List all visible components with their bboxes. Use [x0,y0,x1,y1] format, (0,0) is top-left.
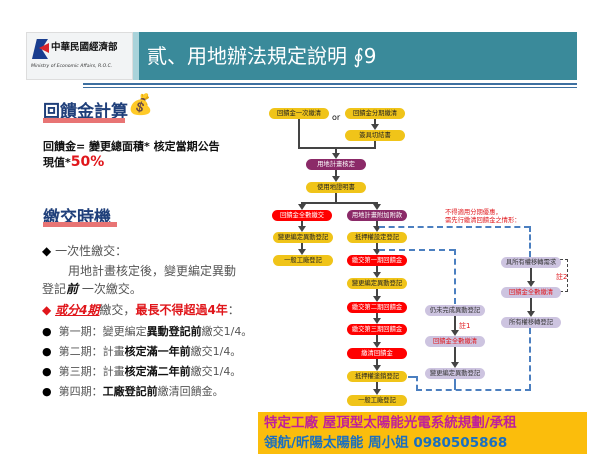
money-bag-icon: 💰 [128,92,153,116]
flow-left-factory: 一般工廠登記 [273,255,333,266]
phase-text: 繳交1/4。 [190,345,242,358]
item-text: 繳交， [99,303,136,317]
note-text: 不得適用分期優惠， [445,209,502,216]
phase-text: 第四期： [58,385,103,398]
flow-note: 不得適用分期優惠，需先行繳清回饋金之情形： [445,209,521,225]
flow-mortgage-cancel: 抵押權塗銷登記 [347,371,407,382]
logo-en-text: Ministry of Economic Affairs, R.O.C. [31,64,113,69]
item-text: 一次性繳交： [55,244,128,258]
phase-bold: 核定滿二年前 [124,365,191,378]
flow-not-done: 仍未完成異動登記 [425,305,485,316]
phase-text: 第一期：變更編定 [58,325,147,338]
item-emphasis: 前 [66,282,79,296]
flow-left-change: 變更編定異動登記 [273,232,333,243]
title-underline [43,118,125,123]
phase-text: 繳交1/4。 [201,325,253,338]
phase-text: 繳交1/4。 [190,365,242,378]
flow-certificate: 使用地證明書 [306,182,366,193]
banner-phone: 0980505868 [413,435,508,451]
flow-installment: 回饋金分期繳清 [345,108,405,119]
phase-list: ● 第一期：變更編定異動登記前繳交1/4。 ● 第二期：計畫核定滿一年前繳交1/… [42,325,253,398]
flow-right-full: 回饋金全數繳清 [501,287,561,298]
item-emphasis: 或分4期 [55,303,100,317]
note2-label: 註2 [556,273,568,281]
title-underline [43,222,117,227]
flow-plan-approved: 用地計畫核定 [306,159,366,170]
note-text: 需先行繳清回饋金之情形： [445,217,521,224]
flow-once-payment: 回饋金一次繳清 [269,108,329,119]
diamond-bullet-icon: ◆ [42,244,52,258]
flow-full-pay: 回饋金全數繳交 [272,210,332,221]
divider [83,87,577,88]
phase-bold: 核定滿一年前 [124,345,191,358]
phase-bold: 工廠登記前 [102,385,158,398]
item-text: 登記 [42,282,67,296]
flow-phase3: 繳交第三期回饋金 [347,324,407,335]
flow-affidavit: 簽具切結書 [345,130,405,141]
phase-bold: 異動登記前 [146,325,202,338]
flow-phase1: 繳交第一期回饋金 [347,255,407,266]
flow-mortgage: 抵押權設定登記 [347,232,407,243]
section-title-calc: 回饋金計算 [43,102,128,122]
flow-center-full: 回饋金全數繳清 [425,336,485,347]
item-emphasis: 最長不得超過4年 [135,303,228,317]
logo-cn-text: 中華民國經濟部 [51,42,118,53]
item-text: 一次繳交。 [78,282,142,296]
logo-red-mark-icon [39,43,49,53]
banner-line2: 領航/昕陽太陽能 周小姐 [264,435,414,451]
phase-text: 繳清回饋金。 [157,385,224,398]
item-text: ： [227,303,240,317]
diamond-bullet-icon: ◆ [42,303,52,317]
phase-text: 第二期：計畫 [58,345,125,358]
divider [83,83,577,85]
ministry-logo: 中華民國經濟部 Ministry of Economic Affairs, R.… [26,32,133,80]
flow-transfer: 所有權移轉登記 [501,317,561,328]
flow-mid-factory: 一般工廠登記 [347,395,407,406]
banner-line1: 特定工廠 屋頂型太陽能光電系統規劃/承租 [264,415,517,431]
flow-mid-change: 變更編定異動登記 [347,278,407,289]
formula-percent: 50% [70,154,105,170]
formula-text: 回饋金= 變更總面積* 核定當期公告 [43,140,220,153]
phase-text: 第三期：計畫 [58,365,125,378]
or-label: or [332,113,341,122]
slide-title: 貳、用地辦法規定說明 ∮9 [133,32,577,80]
ad-banner: 特定工廠 屋頂型太陽能光電系統規劃/承租 領航/昕陽太陽能 周小姐 098050… [258,412,587,454]
flow-center-change: 變更編定異動登記 [425,368,485,379]
flow-phase2: 繳交第二期回饋金 [347,302,407,313]
flow-attach: 用地計畫附加附款 [347,210,407,221]
flow-clear: 繳清回饋金 [347,348,407,359]
logo-mark-icon [32,39,48,59]
item-text: 用地計畫核定後，變更編定異動 [68,264,237,278]
flow-transfer-need: 具所有權移轉需求 [501,257,561,268]
formula-text: 現值* [43,156,71,169]
note1-label: 註1 [459,322,471,330]
